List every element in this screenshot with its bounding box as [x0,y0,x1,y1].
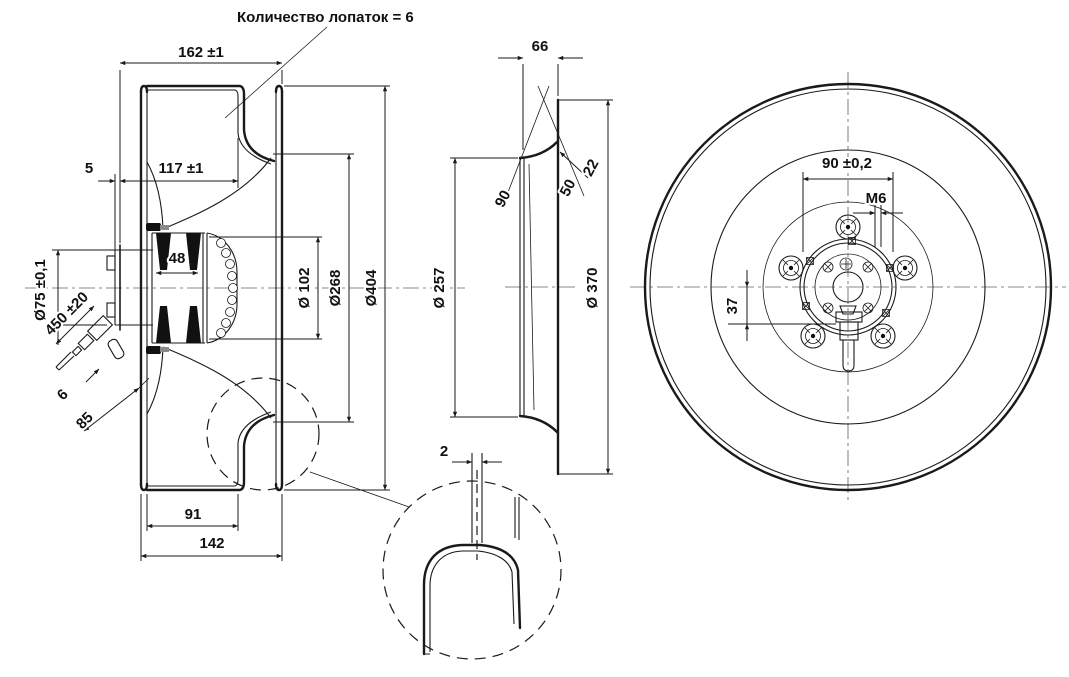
dim-inlet-depth: 117 ±1 [159,160,204,177]
screw-bottom-right [870,323,896,349]
dim-support-diameter: Ø268 [327,270,344,307]
dim-inlet-ring-width: 91 [185,506,202,523]
dim-blade-gap: 2 [440,443,448,460]
motor-bolt-top [146,223,161,231]
dim-motor-diameter: Ø 102 [296,268,313,309]
terminal-block-upper [106,255,116,271]
dim-stator-width: 48 [169,250,186,267]
blade-count-note: Количество лопаток = 6 [224,9,414,119]
right-view-dimensions: 90 ±0,2 M6 37 [722,153,903,341]
right-view-front [630,72,1066,503]
stator-section [156,233,171,270]
dim-cable-exit-offset: 37 [724,298,741,315]
dim-ring-outer-diameter: Ø 370 [584,268,601,309]
blade-count-label: Количество лопаток = 6 [237,9,414,26]
impeller-outer-circle [643,82,1053,492]
dim-cone-angle: 90 [492,188,515,211]
screw-top [835,214,861,240]
flange-nuts [802,237,894,317]
left-view-dimensions: 162 ±1 117 ±1 5 Ø75 ±0,1 48 450 ±20 6 85… [30,42,390,561]
dim-cable-diameter: 6 [54,386,72,404]
screw-right [892,255,918,281]
dim-lip-angle: 50 [557,177,580,200]
dim-bolt-circle: 90 ±0,2 [822,155,872,172]
dim-impeller-diameter: Ø404 [363,269,380,306]
middle-view-profile [504,85,613,476]
terminal-screws [822,257,874,314]
dim-overall-depth: 162 ±1 [178,44,224,61]
winding-coils [216,238,238,338]
dim-spigot-diameter: Ø75 ±0,1 [32,259,49,321]
inlet-ring-circle [710,149,986,425]
motor-bolt-bottom [146,346,161,354]
cable [55,351,75,371]
dim-rim-height: 22 [580,157,603,180]
screw-bottom-left [800,323,826,349]
front-cable-gland [835,305,863,372]
dim-ring-depth: 66 [532,38,549,55]
detail-view: 2 [382,441,562,660]
screw-left [778,255,804,281]
dim-cable-length: 450 ±20 [42,289,92,339]
terminal-block-lower [106,302,116,318]
dim-mounting-thread: M6 [866,190,887,207]
left-view-section [25,84,465,508]
detail-callout-circle [206,377,320,491]
mounting-screws [778,214,918,349]
shaft-hole-circle [832,271,864,303]
dim-inlet-diameter: Ø 257 [431,268,448,309]
dim-flange-protrusion: 5 [85,160,93,177]
dim-cable-gland-length: 85 [73,409,97,433]
inner-thin-circle [762,201,934,373]
dim-housing-width: 142 [199,535,224,552]
